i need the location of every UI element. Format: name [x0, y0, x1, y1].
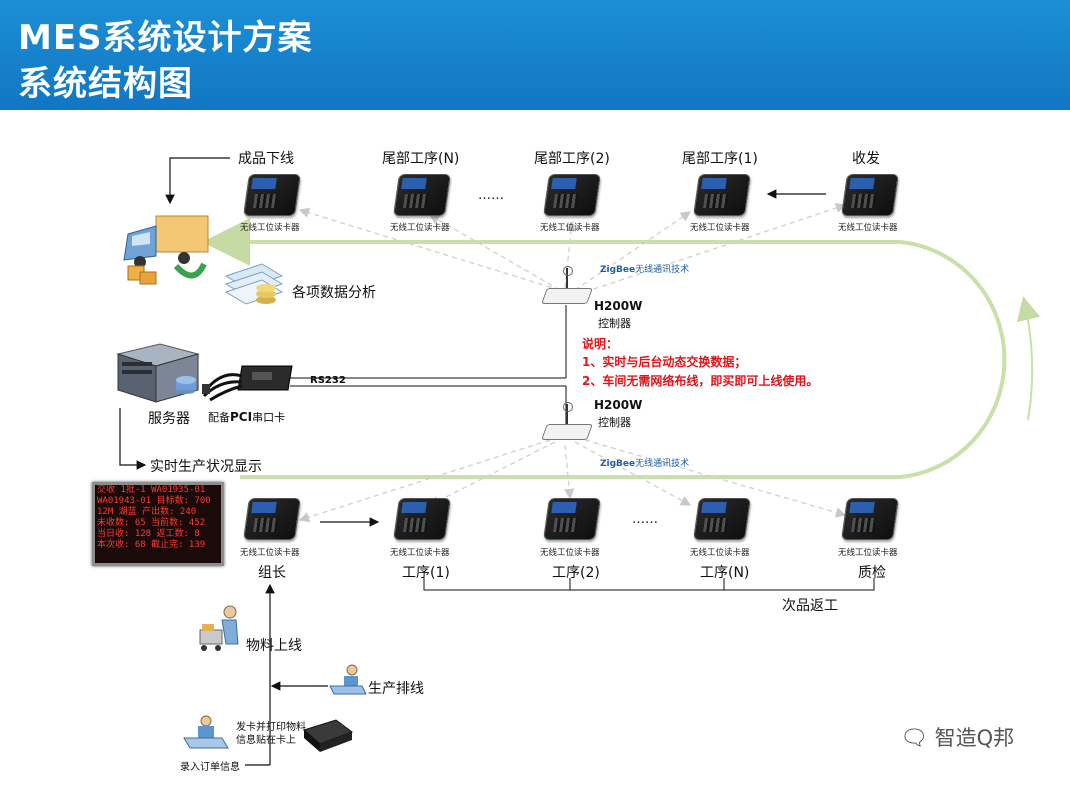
controller-model-bottom: H200W [594, 398, 643, 412]
chat-bubble-icon: 🗨 [900, 726, 928, 751]
station-label-leader: 组长 [258, 565, 286, 581]
production-loop-arrow [202, 218, 1007, 479]
rework-label: 次品返工 [782, 598, 838, 614]
device-caption: 无线工位读卡器 [690, 548, 750, 558]
device-caption: 无线工位读卡器 [390, 223, 450, 233]
issue-card-line-2: 信息贴在卡上 [236, 735, 296, 746]
notes-title: 说明： [582, 337, 619, 351]
station-label-tail-2: 尾部工序(2) [534, 151, 610, 167]
station-label-qc: 质检 [858, 565, 886, 581]
watermark: 🗨 智造Q邦 [900, 722, 1014, 752]
notes-line-1: 1、实时与后台动态交换数据； [582, 355, 747, 369]
zigbee-label-bottom: ZigBee无线通讯技术 [600, 459, 690, 469]
router-icon [541, 402, 593, 440]
realtime-display-label: 实时生产状况显示 [150, 459, 262, 475]
device-caption: 无线工位读卡器 [838, 223, 898, 233]
data-analysis-icon [224, 263, 284, 305]
station-label-process-1: 工序(1) [402, 565, 450, 581]
card-reader-icon [840, 494, 899, 542]
rs232-label: RS232 [310, 375, 346, 386]
scheduling-worker-icon [329, 664, 367, 695]
led-line: 12M 湖蓝 产出数: 240 [97, 507, 197, 517]
device-caption: 无线工位读卡器 [540, 548, 600, 558]
card-reader-icon [242, 494, 301, 542]
issue-card-line-1: 发卡并打印物料 [236, 722, 306, 733]
led-line: 当日收: 128 返工数: 8 [97, 529, 200, 539]
server-label: 服务器 [148, 411, 190, 427]
order-entry-worker-icon [183, 715, 229, 749]
station-label-tail-n: 尾部工序(N) [382, 151, 460, 167]
card-reader-device-icon [302, 719, 354, 752]
led-display-board: 交收 1批-1 WA01935-01 WA01943-01 目标数: 700 1… [92, 482, 224, 566]
device-caption: 无线工位读卡器 [540, 223, 600, 233]
controller-name-bottom: 控制器 [598, 416, 631, 429]
device-caption: 无线工位读卡器 [690, 223, 750, 233]
led-line: 未收数: 65 当前数: 452 [97, 518, 206, 528]
pci-card-icon [202, 365, 293, 402]
device-caption: 无线工位读卡器 [838, 548, 898, 558]
page-title: MES系统设计方案 [18, 18, 313, 58]
data-analysis-label: 各项数据分析 [292, 285, 376, 301]
card-reader-icon [692, 170, 751, 218]
ellipsis-top: …… [478, 188, 504, 203]
controller-name-top: 控制器 [598, 317, 631, 330]
card-reader-icon [542, 170, 601, 218]
controller-model-top: H200W [594, 299, 643, 313]
station-label-tail-1: 尾部工序(1) [682, 151, 758, 167]
device-caption: 无线工位读卡器 [240, 548, 300, 558]
card-reader-icon [542, 494, 601, 542]
schedule-label: 生产排线 [368, 681, 424, 697]
device-caption: 无线工位读卡器 [240, 223, 300, 233]
material-worker-icon [199, 605, 239, 651]
truck-icon [123, 215, 209, 285]
device-caption: 无线工位读卡器 [390, 548, 450, 558]
led-line: 本次收: 68 截止完: 139 [97, 540, 206, 550]
led-line: 交收 1批-1 WA01935-01 [97, 485, 206, 495]
station-label-dispatch: 收发 [852, 151, 880, 167]
station-label-finished: 成品下线 [238, 151, 294, 167]
pci-card-label: 配备PCI串口卡 [208, 410, 286, 424]
notes-line-2: 2、车间无需网络布线，即买即可上线使用。 [582, 374, 819, 388]
server-icon [116, 343, 200, 403]
led-line: WA01943-01 目标数: 700 [97, 496, 211, 506]
watermark-text: 智造Q邦 [934, 726, 1015, 750]
card-reader-icon [692, 494, 751, 542]
card-reader-icon [392, 170, 451, 218]
material-label: 物料上线 [246, 638, 302, 654]
page-subtitle: 系统结构图 [18, 64, 193, 104]
ellipsis-bottom: …… [632, 512, 658, 527]
order-entry-label: 录入订单信息 [180, 762, 240, 773]
title-banner: MES系统设计方案 系统结构图 [0, 0, 1070, 110]
station-label-process-2: 工序(2) [552, 565, 600, 581]
card-reader-icon [840, 170, 899, 218]
card-reader-icon [392, 494, 451, 542]
card-reader-icon [242, 170, 301, 218]
zigbee-label-top: ZigBee无线通讯技术 [600, 265, 690, 275]
router-icon [541, 266, 593, 304]
station-label-process-n: 工序(N) [700, 565, 750, 581]
